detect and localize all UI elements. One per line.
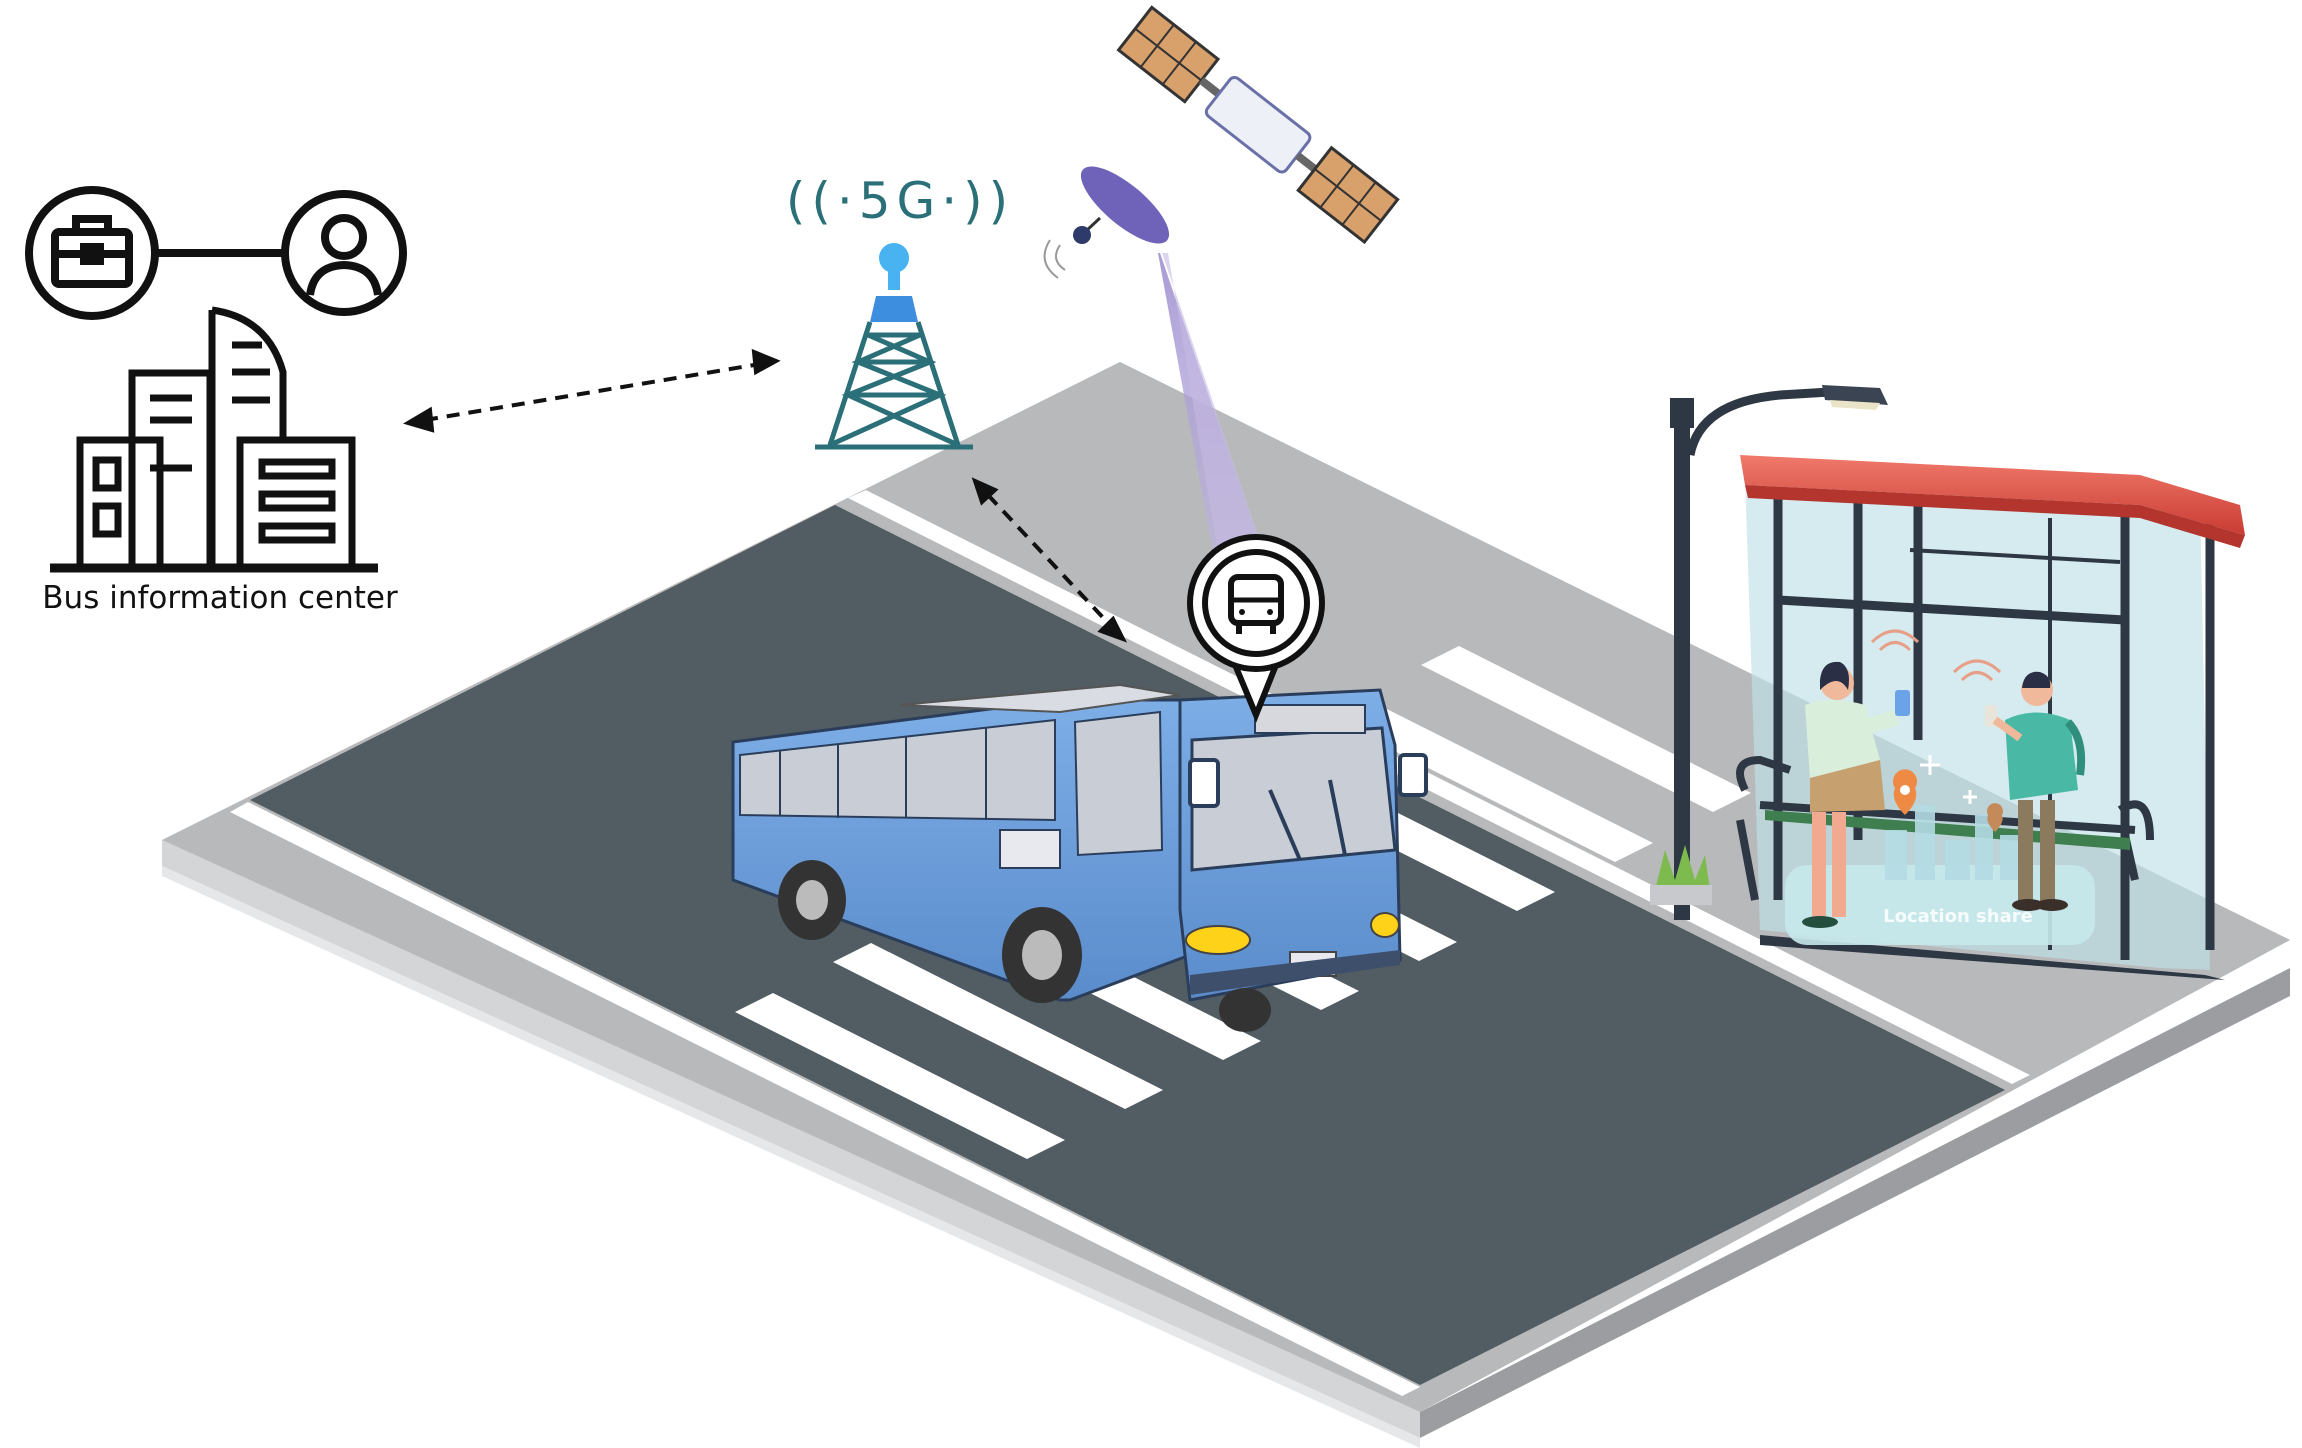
woman-figure xyxy=(1802,661,1910,928)
person-icon xyxy=(281,190,407,316)
office-building-icon xyxy=(50,306,378,573)
location-pin-icon xyxy=(1892,769,2003,832)
briefcase-icon xyxy=(25,186,159,320)
man-figure xyxy=(1985,671,2086,911)
street-lamp-icon xyxy=(1670,385,1888,920)
5g-network-label: ((·5G·)) xyxy=(785,172,1015,230)
bus-information-center-label: Bus information center xyxy=(42,580,398,616)
bus-shelter-icon xyxy=(1650,455,2245,980)
wifi-signal-icon xyxy=(1870,629,2002,682)
bus-icon xyxy=(731,683,1428,1032)
cell-tower-icon xyxy=(815,243,973,450)
bus-location-pin-icon xyxy=(1187,534,1325,723)
location-share-label: Location share xyxy=(1883,906,2033,927)
bus-information-center xyxy=(25,186,407,573)
communication-links xyxy=(403,348,1128,643)
location-share-scene xyxy=(1785,629,2095,945)
